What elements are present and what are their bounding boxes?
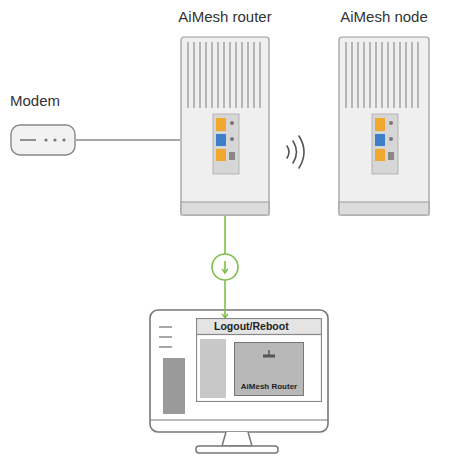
modem-shape (10, 124, 76, 156)
router-tower: AiMesh router (180, 36, 270, 216)
ui-window: Logout/RebootAiMesh Router (196, 318, 322, 402)
node-tower: AiMesh node (338, 36, 430, 216)
connector (212, 216, 238, 318)
device-label: AiMesh router (178, 8, 271, 25)
device-label: AiMesh node (340, 8, 428, 25)
arrow-head (222, 314, 228, 318)
ui-text: AiMesh Router (241, 382, 297, 391)
arrow-head (222, 269, 228, 273)
connector (76, 140, 180, 141)
direction-badge (212, 254, 238, 280)
connector-line (76, 139, 180, 141)
tower-shape (180, 36, 270, 216)
modem-device: Modem (10, 124, 76, 156)
ui-panel: AiMesh Router (234, 342, 304, 396)
ui-text: Logout/Reboot (214, 320, 289, 332)
tower-shape (338, 36, 430, 216)
wireless-waves (287, 136, 304, 168)
connector-line (224, 216, 226, 318)
device-label: Modem (10, 92, 60, 109)
computer-monitor (150, 310, 328, 453)
